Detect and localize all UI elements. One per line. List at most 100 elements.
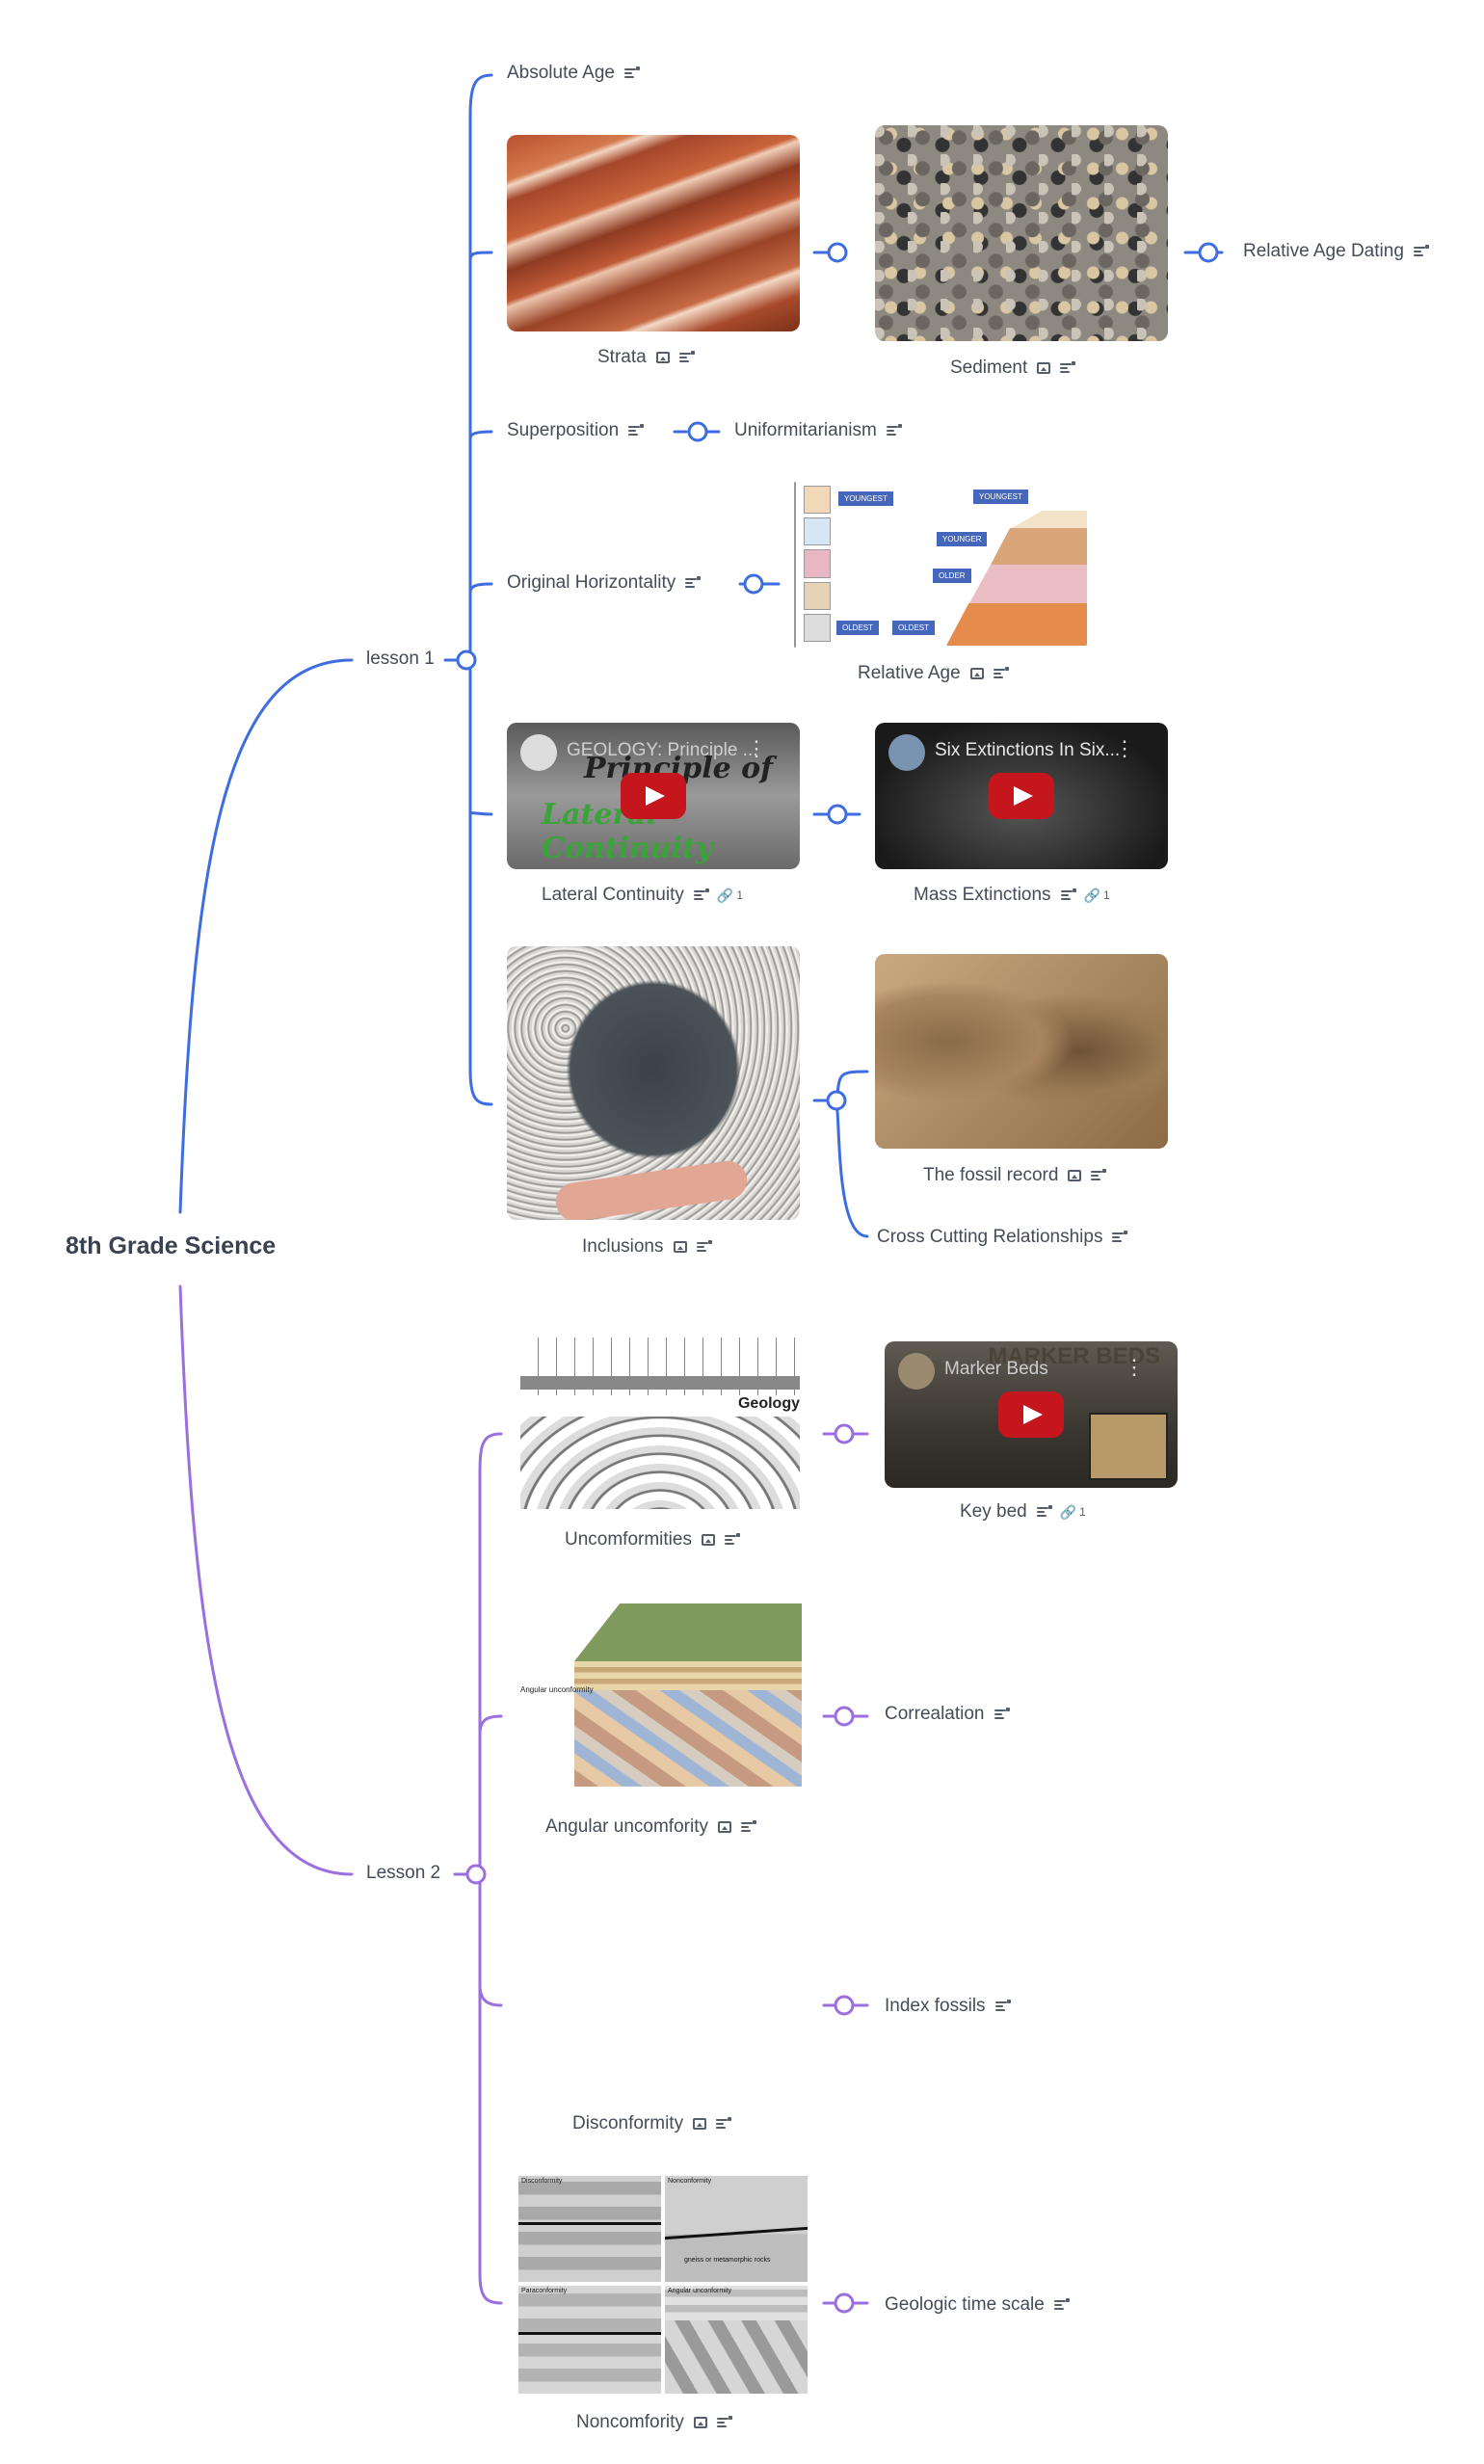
video-overlay-text: MARKER BEDS xyxy=(988,1343,1160,1369)
topic-fossil-record[interactable]: The fossil record xyxy=(923,1165,1107,1186)
note-icon[interactable] xyxy=(1053,2298,1070,2311)
topic-sediment[interactable]: Sediment xyxy=(950,358,1076,379)
image-icon[interactable] xyxy=(717,1821,731,1833)
note-icon[interactable] xyxy=(994,2000,1011,2012)
topic-label: Relative Age xyxy=(858,663,961,683)
topic-label: Relative Age Dating xyxy=(1243,241,1404,261)
note-icon[interactable] xyxy=(1091,1169,1107,1181)
topic-angular-uncomfority[interactable]: Angular uncomfority xyxy=(545,1816,756,1838)
topic-inclusions[interactable]: Inclusions xyxy=(582,1236,712,1258)
note-icon[interactable] xyxy=(1413,245,1429,257)
link-count: 1 xyxy=(1102,888,1110,902)
topic-label: Key bed xyxy=(960,1501,1027,1522)
note-icon[interactable] xyxy=(623,66,640,79)
topic-strata[interactable]: Strata xyxy=(597,347,695,368)
topic-uniformitarianism[interactable]: Uniformitarianism xyxy=(734,420,902,441)
note-icon[interactable] xyxy=(716,2117,732,2130)
topic-lesson-2[interactable]: Lesson 2 xyxy=(366,1863,440,1884)
link-icon[interactable]: 🔗1 xyxy=(1083,887,1110,903)
play-icon[interactable] xyxy=(998,1391,1064,1438)
topic-correalation[interactable]: Correalation xyxy=(885,1704,1010,1725)
topic-label: Angular uncomfority xyxy=(545,1816,708,1837)
note-icon[interactable] xyxy=(740,1820,756,1833)
note-icon[interactable] xyxy=(724,1533,740,1546)
image-icon[interactable] xyxy=(1068,1170,1082,1181)
topic-lesson-1[interactable]: lesson 1 xyxy=(366,649,435,670)
angular-uncomfority-image[interactable]: Angular unconformity xyxy=(520,1590,808,1790)
topic-disconformity[interactable]: Disconformity xyxy=(572,2113,732,2134)
noncomfority-image[interactable]: Disconformity Nonconformity gneiss or me… xyxy=(518,2176,808,2394)
topic-label: Disconformity xyxy=(572,2113,684,2133)
image-icon[interactable] xyxy=(701,1534,715,1546)
topic-relative-age[interactable]: Relative Age xyxy=(858,663,1009,684)
label-younger: YOUNGER xyxy=(937,532,988,546)
topic-lateral-continuity[interactable]: Lateral Continuity 🔗1 xyxy=(542,885,743,906)
quadrant-label: Disconformity xyxy=(521,2178,563,2185)
relative-age-image[interactable]: YOUNGEST YOUNGEST YOUNGER OLDER OLDEST O… xyxy=(792,482,1087,648)
note-icon[interactable] xyxy=(696,1240,712,1253)
label-oldest: OLDEST xyxy=(836,621,880,635)
topic-superposition[interactable]: Superposition xyxy=(507,420,645,441)
note-icon[interactable] xyxy=(678,351,695,363)
uncomformities-image[interactable]: Geology xyxy=(520,1328,802,1511)
image-icon[interactable] xyxy=(969,668,984,679)
image-caption: Angular unconformity xyxy=(520,1685,594,1694)
image-icon[interactable] xyxy=(693,2417,707,2428)
topic-label: Mass Extinctions xyxy=(914,885,1051,905)
root-topic[interactable]: 8th Grade Science xyxy=(66,1232,277,1259)
image-icon[interactable] xyxy=(1037,362,1051,374)
note-icon[interactable] xyxy=(886,424,902,437)
topic-label: Inclusions xyxy=(582,1236,664,1257)
image-icon[interactable] xyxy=(693,2118,707,2130)
lateral-continuity-video[interactable]: GEOLOGY: Principle ... Principle of Late… xyxy=(507,723,800,869)
topic-key-bed[interactable]: Key bed 🔗1 xyxy=(960,1501,1086,1523)
note-icon[interactable] xyxy=(685,576,702,589)
fossil-record-image[interactable] xyxy=(875,954,1168,1149)
inclusions-image[interactable] xyxy=(507,946,800,1220)
topic-label: Index fossils xyxy=(885,1996,986,2016)
more-options-icon[interactable]: ⋮ xyxy=(1114,736,1135,760)
topic-index-fossils[interactable]: Index fossils xyxy=(885,1996,1011,2017)
topic-label: The fossil record xyxy=(923,1165,1059,1185)
note-icon[interactable] xyxy=(693,888,709,901)
topic-noncomfority[interactable]: Noncomfority xyxy=(576,2412,732,2433)
note-icon[interactable] xyxy=(628,424,645,437)
link-icon[interactable]: 🔗1 xyxy=(716,887,743,903)
link-count: 1 xyxy=(736,888,743,902)
topic-mass-extinctions[interactable]: Mass Extinctions 🔗1 xyxy=(914,885,1110,906)
strata-image[interactable] xyxy=(507,135,800,331)
edge-root-lesson1 xyxy=(178,658,354,1214)
play-icon[interactable] xyxy=(989,773,1054,819)
topic-geologic-time-scale[interactable]: Geologic time scale xyxy=(885,2294,1070,2316)
channel-avatar xyxy=(520,734,557,771)
note-icon[interactable] xyxy=(716,2416,732,2428)
sediment-image[interactable] xyxy=(875,125,1168,341)
key-bed-video[interactable]: MARKER BEDS Marker Beds ⋮ xyxy=(885,1341,1178,1488)
mass-extinctions-video[interactable]: Six Extinctions In Six... ⋮ xyxy=(875,723,1168,869)
video-title: Six Extinctions In Six... xyxy=(935,740,1121,760)
topic-cross-cutting[interactable]: Cross Cutting Relationships xyxy=(877,1227,1128,1248)
edge-root-lesson2 xyxy=(178,1285,354,1876)
topic-absolute-age[interactable]: Absolute Age xyxy=(507,63,640,84)
play-icon[interactable] xyxy=(621,773,686,819)
note-icon[interactable] xyxy=(1060,888,1076,901)
topic-uncomformities[interactable]: Uncomformities xyxy=(565,1529,740,1550)
more-options-icon[interactable]: ⋮ xyxy=(746,736,767,760)
topic-original-horizontality[interactable]: Original Horizontality xyxy=(507,572,702,594)
note-icon[interactable] xyxy=(1060,361,1076,374)
topic-label: Geologic time scale xyxy=(885,2294,1045,2315)
more-options-icon[interactable]: ⋮ xyxy=(1124,1355,1145,1379)
link-icon[interactable]: 🔗1 xyxy=(1059,1503,1086,1520)
note-icon[interactable] xyxy=(994,1708,1010,1720)
channel-avatar xyxy=(888,734,925,771)
note-icon[interactable] xyxy=(1112,1231,1128,1243)
note-icon[interactable] xyxy=(1036,1505,1052,1518)
image-icon[interactable] xyxy=(655,352,670,363)
image-icon[interactable] xyxy=(673,1241,687,1253)
topic-relative-age-dating[interactable]: Relative Age Dating xyxy=(1243,241,1429,262)
brand-text: Geology xyxy=(737,1395,800,1412)
channel-avatar xyxy=(898,1353,935,1390)
note-icon[interactable] xyxy=(993,667,1009,679)
